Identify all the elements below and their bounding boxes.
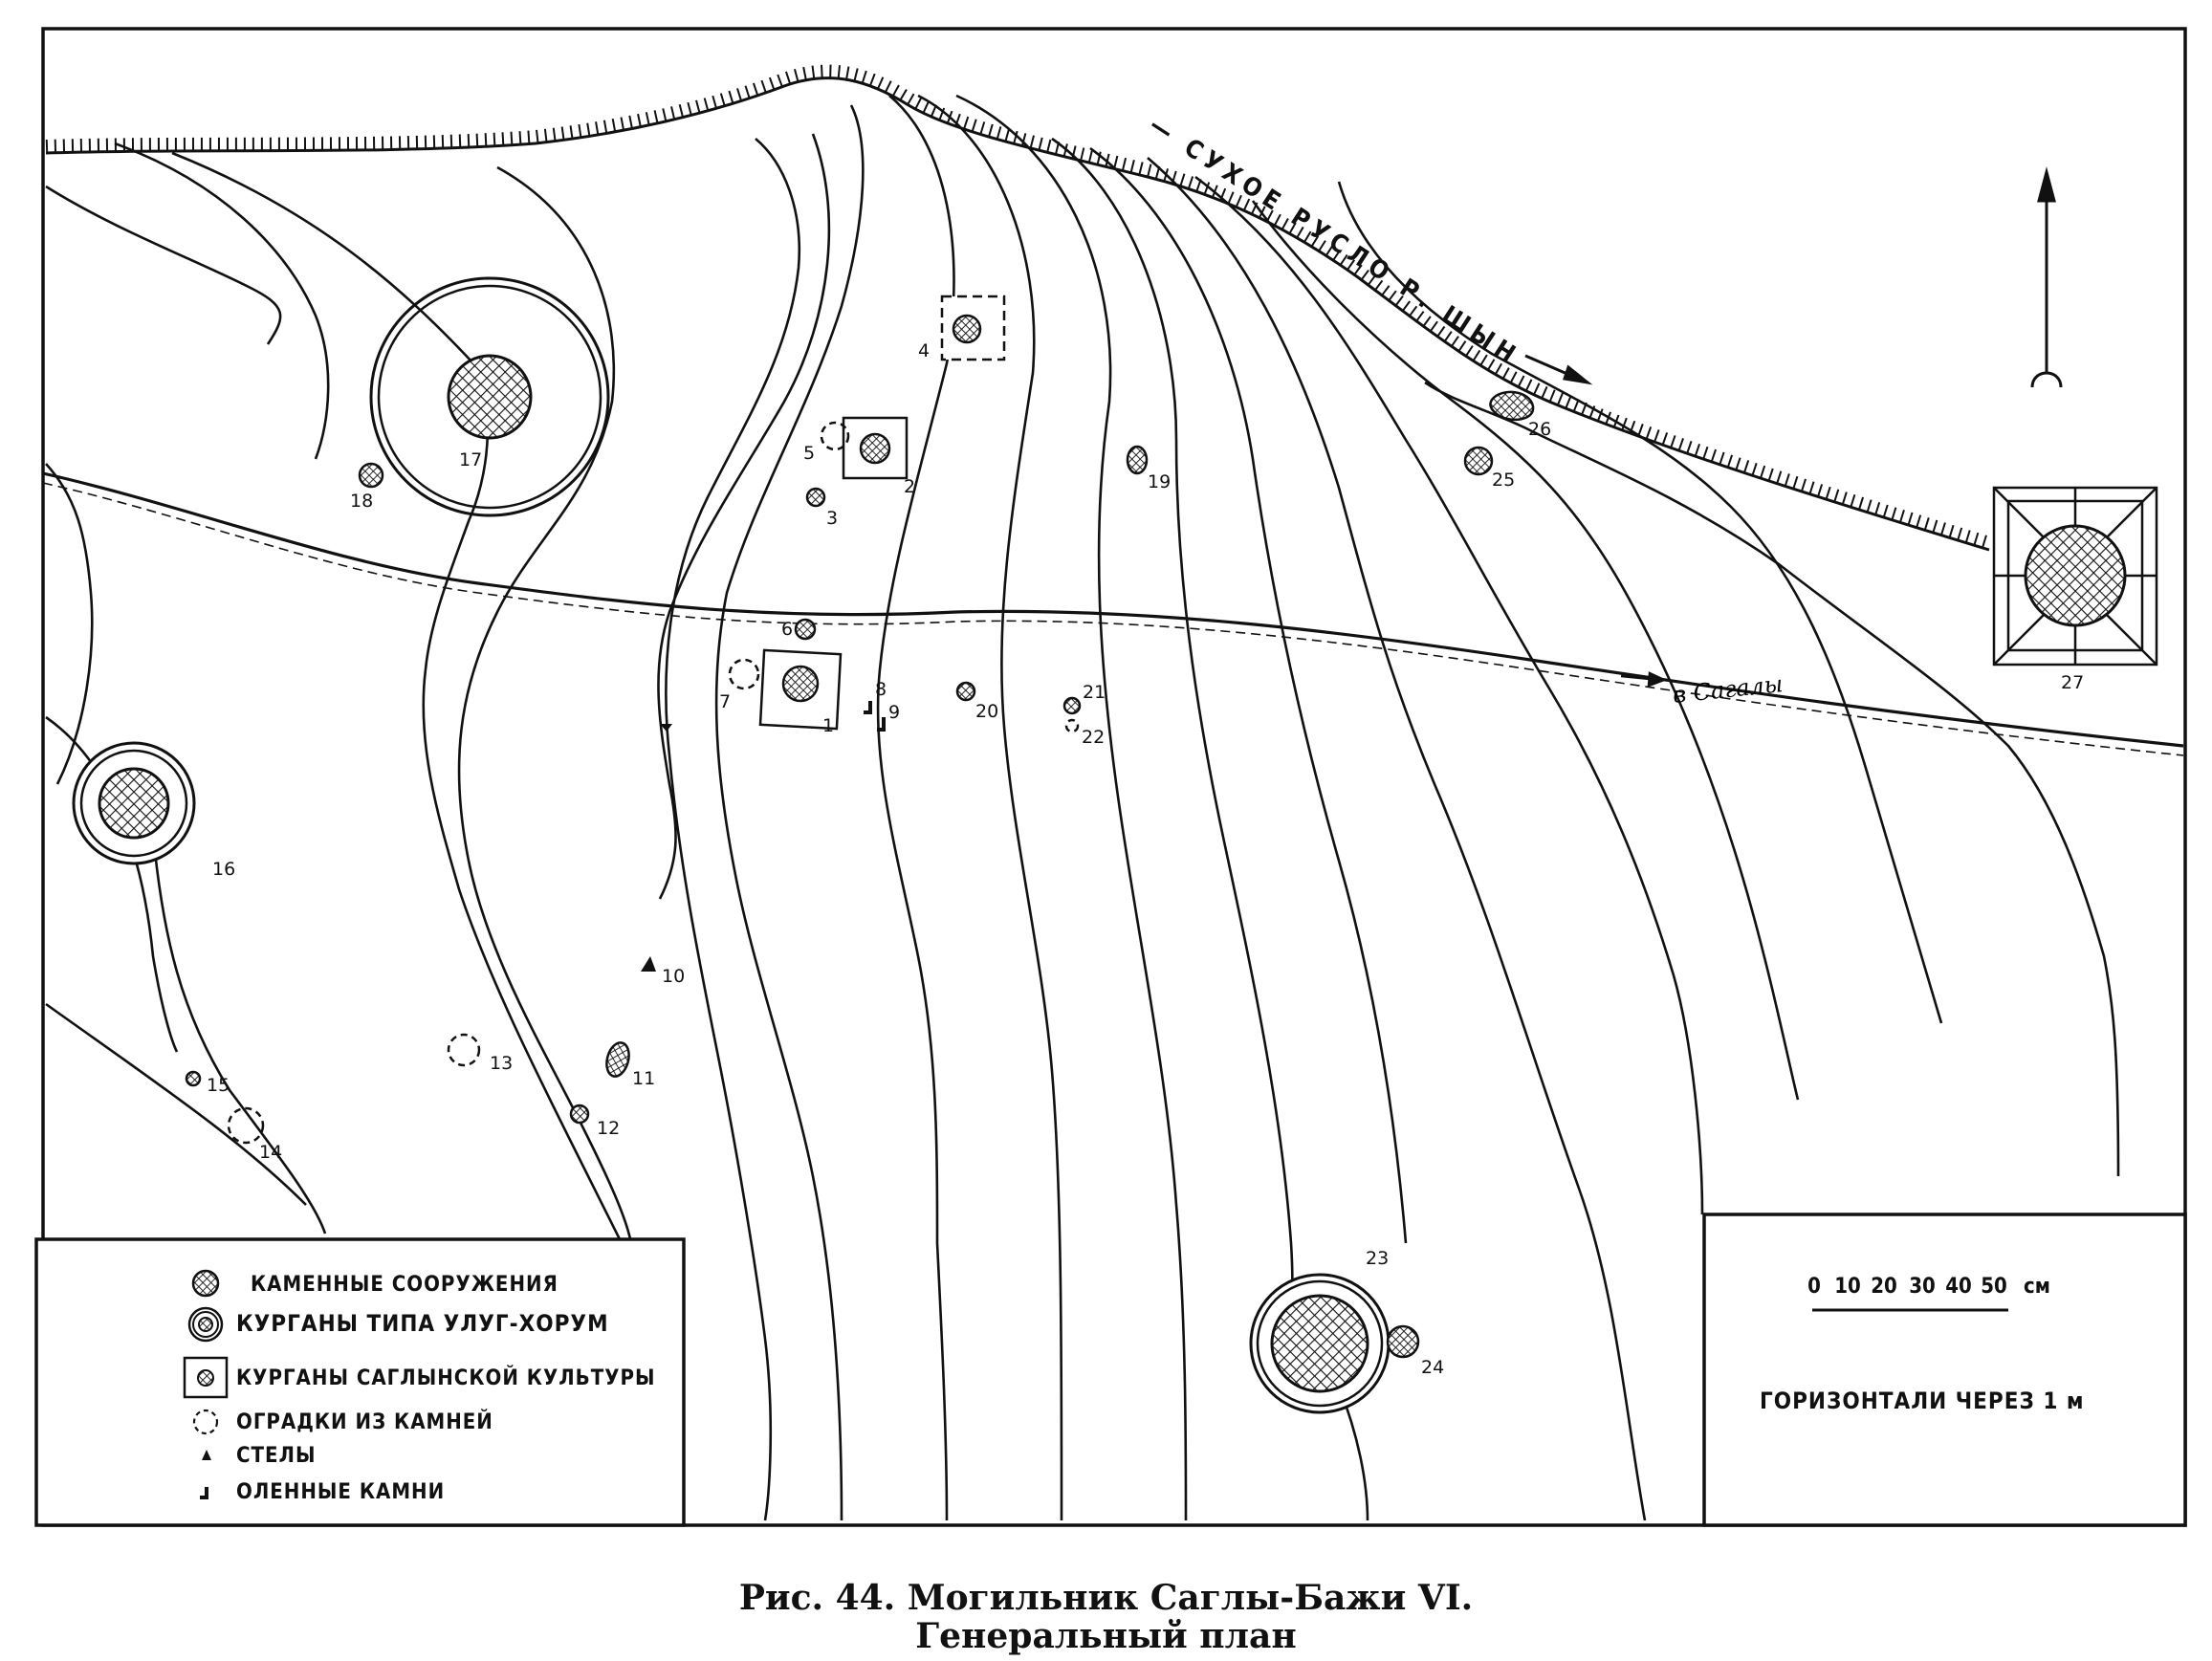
road-label: в Сагалы [1672, 670, 1785, 709]
scale-tick-20: 20 [1871, 1275, 1897, 1299]
svg-text:16: 16 [212, 859, 235, 880]
svg-text:22: 22 [1082, 727, 1105, 748]
river-bank [45, 64, 1992, 552]
feature-22-stone-fence [1064, 718, 1080, 733]
feature-23-ulug-khorum-kurgan [1249, 1273, 1391, 1414]
feature-3-stone-structure [805, 487, 826, 508]
svg-text:6: 6 [781, 619, 793, 640]
feature-2-saglyn-kurgan [842, 416, 909, 480]
feature-21-stone-structure [1062, 696, 1082, 715]
feature-11-stone-structure [605, 1041, 630, 1078]
svg-text:7: 7 [719, 691, 731, 712]
svg-text:5: 5 [803, 443, 815, 464]
feature-10-stele [641, 956, 656, 972]
feature-12-stone-structure [569, 1104, 590, 1125]
feature-4-saglyn-kurgan [940, 295, 1006, 361]
feature-numbers: 1 2 3 4 5 6 7 8 9 10 11 12 13 14 15 16 1… [207, 340, 2084, 1378]
svg-text:21: 21 [1083, 682, 1106, 703]
legend [34, 1237, 686, 1527]
scale-unit: см [2024, 1275, 2050, 1299]
stone-structures [185, 390, 1535, 1125]
svg-text:19: 19 [1148, 471, 1171, 492]
feature-7-stone-fence [728, 658, 760, 690]
scale-ticks: 0 10 20 30 40 50 см [1807, 1275, 2050, 1299]
map-frame [41, 27, 2187, 1527]
legend-label-stone-fences: ОГРАДКИ ИЗ КАМНЕЙ [236, 1410, 493, 1434]
svg-text:20: 20 [975, 701, 998, 722]
feature-24-stone-structure [1386, 1324, 1420, 1359]
svg-text:2: 2 [904, 476, 915, 497]
feature-14-stone-fence [227, 1106, 265, 1145]
svg-text:15: 15 [207, 1075, 230, 1096]
svg-text:4: 4 [918, 340, 930, 361]
svg-text:10: 10 [662, 966, 685, 987]
feature-15-stone-structure [185, 1070, 202, 1087]
contour-interval-note: ГОРИЗОНТАЛИ ЧЕРЕЗ 1 м [1760, 1388, 2085, 1414]
figure-caption-title: Рис. 44. Могильник Саглы-Бажи VI. [738, 1578, 1474, 1618]
north-arrow [2030, 166, 2063, 388]
river-label: — СУХОЕ РУСЛО Р. ШЫН [1144, 111, 1524, 372]
feature-20-stone-structure [955, 681, 976, 702]
contour-marker-triangle [660, 724, 672, 732]
scale-tick-40: 40 [1945, 1275, 1972, 1299]
svg-text:23: 23 [1366, 1248, 1389, 1269]
road-arrow [1620, 671, 1668, 688]
legend-label-stone-structures: КАМЕННЫЕ СООРУЖЕНИЯ [251, 1273, 558, 1297]
svg-text:26: 26 [1528, 419, 1551, 440]
deer-stones-8-9 [864, 701, 886, 732]
scale-tick-30: 30 [1909, 1275, 1936, 1299]
feature-6-stone-structure [794, 618, 817, 641]
feature-27-large-kurgan [1992, 486, 2158, 667]
svg-text:3: 3 [826, 508, 838, 529]
svg-text:27: 27 [2061, 672, 2084, 693]
scale-tick-10: 10 [1834, 1275, 1861, 1299]
svg-text:24: 24 [1421, 1357, 1444, 1378]
svg-text:8: 8 [875, 679, 887, 700]
figure-caption-subtitle: Генеральный план [915, 1616, 1297, 1656]
svg-text:1: 1 [822, 715, 834, 736]
svg-text:17: 17 [459, 449, 482, 470]
legend-label-ulug-khorum: КУРГАНЫ ТИПА УЛУГ-ХОРУМ [236, 1310, 609, 1337]
feature-18-stone-structure [358, 462, 384, 489]
svg-text:13: 13 [490, 1053, 513, 1074]
scale-box [1702, 1213, 2187, 1527]
svg-text:18: 18 [350, 491, 373, 512]
svg-text:11: 11 [632, 1068, 655, 1089]
svg-text:12: 12 [597, 1118, 620, 1139]
svg-text:25: 25 [1492, 470, 1515, 491]
feature-26-stone-structure [1489, 390, 1535, 422]
legend-label-saglyn: КУРГАНЫ САГЛЫНСКОЙ КУЛЬТУРЫ [236, 1366, 656, 1390]
feature-16-ulug-khorum-kurgan [72, 741, 196, 865]
feature-17-ulug-khorum-kurgan [369, 276, 610, 517]
legend-label-deer-stones: ОЛЕННЫЕ КАМНИ [236, 1480, 445, 1504]
svg-text:14: 14 [259, 1142, 282, 1163]
feature-13-stone-fence [447, 1033, 481, 1067]
stone-fences [227, 421, 1080, 1145]
river-arrow [1524, 354, 1593, 385]
feature-25-stone-structure [1463, 446, 1494, 476]
road [42, 471, 2184, 756]
feature-5-stone-fence [820, 421, 850, 451]
feature-1-saglyn-kurgan [758, 648, 843, 731]
scale-tick-0: 0 [1807, 1275, 1821, 1299]
feature-19-stone-structure [1126, 445, 1149, 475]
scale-tick-50: 50 [1981, 1275, 2007, 1299]
svg-text:9: 9 [888, 702, 900, 723]
legend-label-steles: СТЕЛЫ [236, 1444, 317, 1468]
